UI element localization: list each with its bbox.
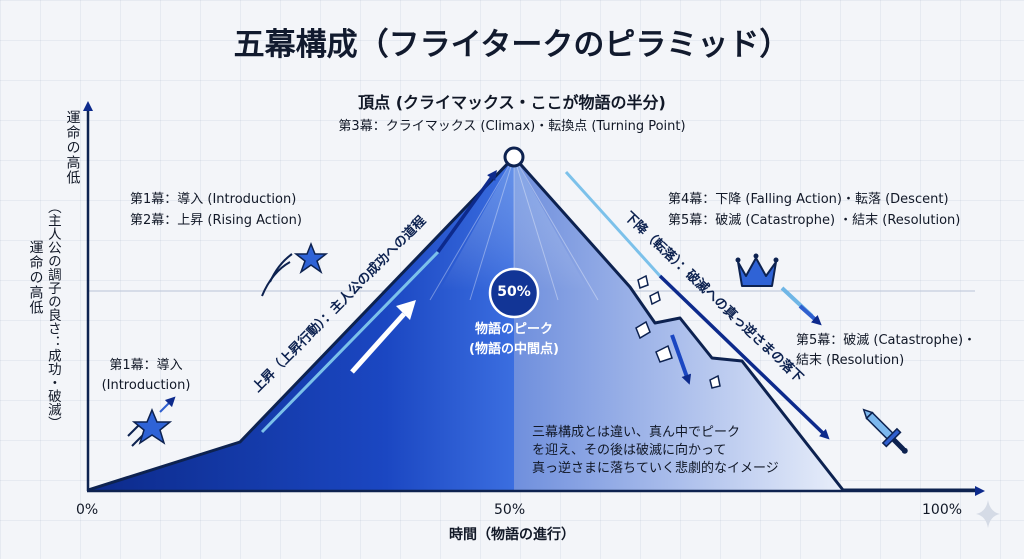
star-icon	[127, 396, 176, 447]
sword-icon	[862, 408, 908, 454]
rising-guide-arrow	[436, 169, 497, 254]
act2-label-upper: 第2幕：上昇 (Rising Action)	[130, 213, 302, 228]
act5-label-lower-1: 第5幕：破滅 (Catastrophe)・	[796, 333, 977, 348]
sparkle-icon	[976, 500, 1000, 528]
y-axis-label-3: 運命の高低	[27, 240, 44, 315]
act1-label-lower-2: (Introduction)	[101, 378, 191, 393]
crown-icon	[735, 253, 779, 287]
x-tick-50: 50%	[494, 502, 526, 518]
drop-arrow	[670, 334, 692, 385]
note-line-3: 真っ逆さまに落ちていく悲劇的なイメージ	[532, 461, 779, 476]
peak-glow	[440, 157, 588, 290]
falling-guide-arrow	[658, 274, 830, 440]
act5-label: 第5幕：破滅 (Catastrophe) ・結末 (Resolution)	[668, 213, 961, 228]
midpoint-label-2: (物語の中間点)	[469, 342, 559, 357]
falling-area	[514, 157, 843, 490]
falling-guide-light	[564, 170, 662, 278]
note-line-2: を迎え、その後は破滅に向かって	[532, 443, 727, 458]
crown-arrow	[798, 304, 822, 326]
story-curve	[87, 155, 975, 492]
climax-title: 頂点 (クライマックス・ここが物語の半分)	[358, 93, 666, 112]
act1-label-lower-1: 第1幕：導入	[109, 358, 183, 373]
inner-white-arrowhead	[396, 300, 416, 320]
x-tick-0: 0%	[76, 502, 99, 518]
act1-label-upper: 第1幕：導入 (Introduction)	[130, 192, 297, 207]
peak-rays	[429, 156, 599, 301]
midpoint-badge-text: 50%	[497, 284, 531, 300]
debris-icon	[635, 274, 721, 389]
peak-marker	[503, 146, 525, 168]
act4-label: 第4幕：下降 (Falling Action)・転落 (Descent)	[668, 192, 949, 207]
rising-area	[88, 157, 514, 490]
midpoint-badge-circle	[488, 267, 540, 319]
page-title: 五幕構成（フライタークのピラミッド）	[233, 27, 791, 63]
climax-subtitle: 第3幕：クライマックス (Climax)・転換点 (Turning Point)	[338, 119, 686, 134]
midpoint-label-1: 物語のピーク	[474, 322, 553, 337]
star-icon	[261, 241, 329, 297]
x-tick-100: 100%	[922, 502, 963, 518]
rising-guide-light	[260, 250, 440, 434]
note-line-1: 三幕構成とは違い、真ん中でピーク	[532, 425, 741, 440]
act5-label-lower-2: 結末 (Resolution)	[796, 353, 905, 368]
inner-white-arrow	[350, 312, 406, 374]
x-axis-label: 時間（物語の進行）	[449, 527, 575, 543]
y-axis-label-2: （主人公の調子の良さ：成功・破滅）	[44, 200, 61, 430]
y-axis-label-1: 運命の高低	[64, 110, 81, 185]
